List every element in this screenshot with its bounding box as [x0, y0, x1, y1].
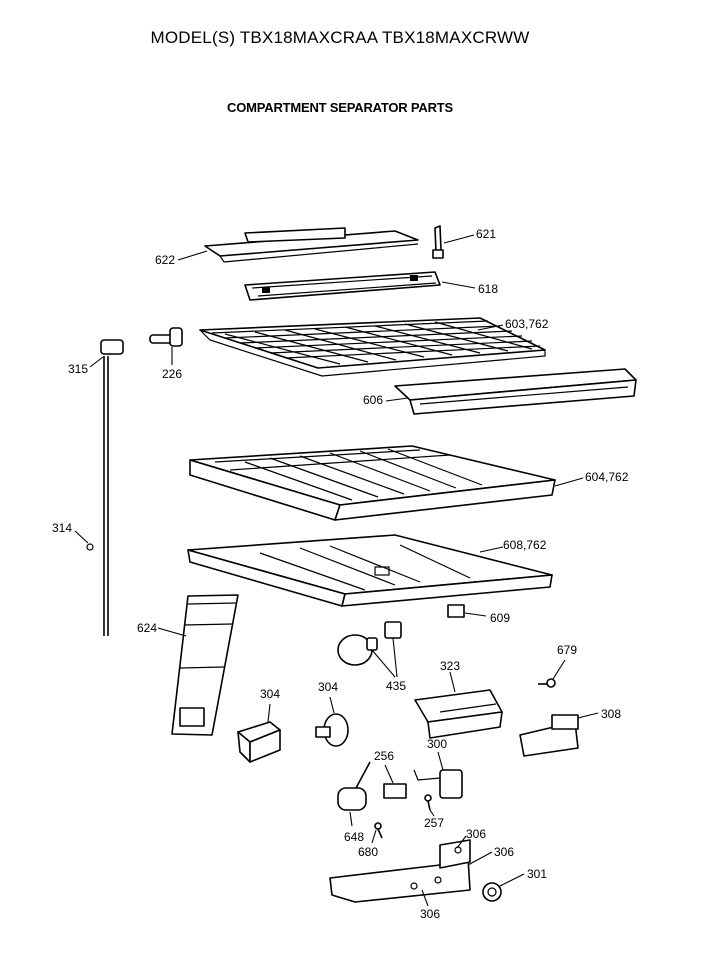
- part-609-clip: [447, 604, 465, 618]
- part-648-timer: [337, 761, 371, 811]
- part-226-pin: [149, 327, 183, 347]
- part-323-housing: [414, 689, 503, 739]
- callout-608: 608,762: [503, 538, 547, 552]
- callout-648: 648: [344, 830, 364, 844]
- part-301-knob: [482, 882, 502, 902]
- callout-306a: 306: [466, 827, 486, 841]
- callout-606: 606: [363, 393, 383, 407]
- callout-300: 300: [427, 737, 447, 751]
- part-608-separator: [187, 534, 553, 607]
- callout-308: 308: [601, 707, 621, 721]
- part-308-bracket: [519, 714, 579, 757]
- part-300-thermostat: [413, 769, 463, 799]
- callout-603: 603,762: [505, 317, 549, 331]
- part-304-knob: [315, 713, 349, 747]
- section-title: COMPARTMENT SEPARATOR PARTS: [227, 100, 453, 115]
- part-621-clip: [432, 225, 444, 259]
- callout-306b: 306: [494, 845, 514, 859]
- part-314-clip: [86, 543, 94, 551]
- part-680-screw: [374, 822, 383, 839]
- part-606-front-cover: [394, 368, 637, 415]
- part-604-separator: [189, 445, 556, 521]
- callout-304a: 304: [260, 687, 280, 701]
- callout-257: 257: [424, 816, 444, 830]
- part-618-damper: [244, 271, 441, 301]
- part-315-bracket: [100, 339, 124, 636]
- part-257-screw: [424, 794, 432, 811]
- callout-621: 621: [476, 227, 496, 241]
- part-306-control-box: [329, 839, 471, 903]
- callout-435: 435: [386, 679, 406, 693]
- callout-314: 314: [52, 521, 72, 535]
- part-679-screw: [538, 678, 556, 688]
- callout-226: 226: [162, 367, 182, 381]
- part-256-switch: [383, 783, 407, 799]
- callout-679: 679: [557, 643, 577, 657]
- part-304-control: [237, 721, 281, 763]
- part-435-lamp: [337, 621, 402, 666]
- callout-609: 609: [490, 611, 510, 625]
- part-624-duct: [171, 594, 239, 736]
- callout-624: 624: [137, 621, 157, 635]
- callout-323: 323: [440, 659, 460, 673]
- callout-256: 256: [374, 749, 394, 763]
- callout-306c: 306: [420, 907, 440, 921]
- part-622-cover: [204, 227, 419, 263]
- callout-618: 618: [478, 282, 498, 296]
- callout-315: 315: [68, 362, 88, 376]
- callout-301: 301: [527, 867, 547, 881]
- callout-304b: 304: [318, 680, 338, 694]
- part-603-shelf: [199, 317, 546, 377]
- callout-622: 622: [155, 253, 175, 267]
- callout-680: 680: [358, 845, 378, 859]
- model-title: MODEL(S) TBX18MAXCRAA TBX18MAXCRWW: [150, 28, 530, 47]
- callout-604: 604,762: [585, 470, 629, 484]
